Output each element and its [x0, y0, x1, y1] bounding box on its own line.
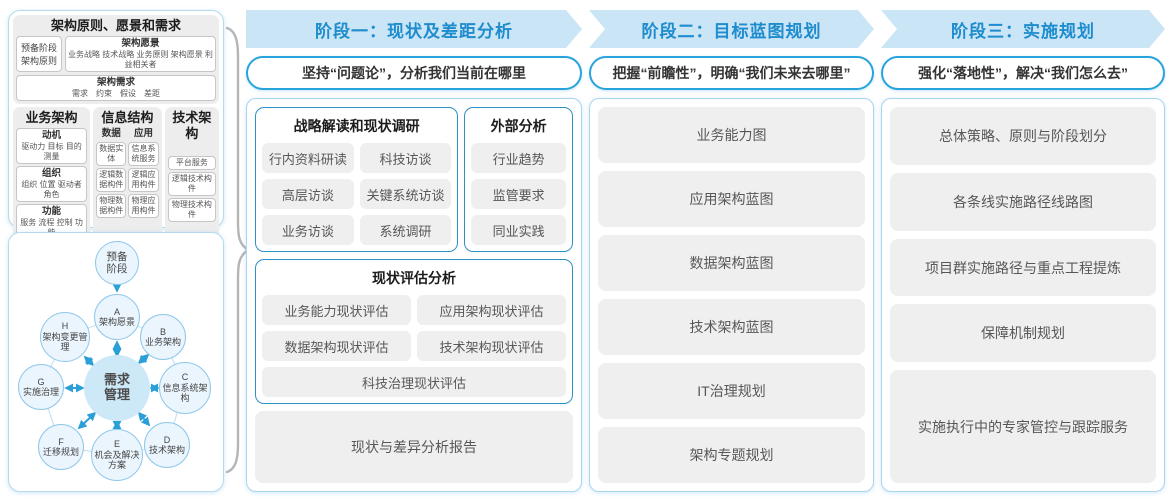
business-architecture-section: 业务架构 动机 驱动力 目标 目的 测量 组织 组织 位置 驱动者 角色 功能 … [13, 107, 91, 243]
column-phase-2: 业务能力图 应用架构蓝图 数据架构蓝图 技术架构蓝图 IT治理规划 架构专题规划 [589, 98, 874, 492]
blueprint-item: IT治理规划 [598, 363, 865, 419]
gap-analysis-report-item: 现状与差异分析报告 [255, 411, 573, 483]
external-analysis-box: 外部分析 行业趋势 监管要求 同业实践 [464, 107, 573, 252]
slogan-phase-1: 坚持“问题论”，分析我们当前在哪里 [246, 56, 582, 90]
survey-item: 系统调研 [359, 215, 452, 245]
data-item: 逻辑数据构件 [96, 168, 127, 193]
assessment-item: 应用架构现状评估 [417, 295, 566, 325]
external-item: 行业趋势 [471, 143, 566, 173]
external-item: 同业实践 [471, 215, 566, 245]
assessment-item: 数据架构现状评估 [262, 331, 411, 361]
business-architecture-title: 业务架构 [25, 110, 78, 125]
blueprint-item: 架构专题规划 [598, 427, 865, 483]
adm-node-d: D 技术架构 [144, 422, 190, 468]
external-item: 监管要求 [471, 179, 566, 209]
survey-item: 高层访谈 [262, 179, 354, 209]
adm-node-g: G 实施治理 [18, 364, 64, 410]
requirements-box: 架构需求 需求 约束 假设 差距 [16, 75, 216, 101]
survey-item: 科技访谈 [359, 143, 452, 173]
implementation-item: 保障机制规划 [890, 304, 1156, 363]
technology-architecture-title: 技术架构 [172, 110, 212, 142]
center-f-arrow [77, 411, 97, 430]
center-b-arrow [137, 353, 150, 365]
implementation-item: 总体策略、原则与阶段划分 [890, 107, 1156, 165]
adm-node-h: H 架构变更管理 [40, 312, 90, 362]
assessment-item-full: 科技治理现状评估 [262, 367, 566, 397]
vision-title: 架构愿景 [121, 38, 160, 50]
adm-node-a: A 架构愿景 [94, 294, 140, 340]
phases-area: 阶段一：现状及差距分析 阶段二：目标蓝图规划 阶段三：实施规划 坚持“问题论”，… [246, 10, 1165, 492]
blueprint-item: 技术架构蓝图 [598, 299, 865, 355]
assessment-item: 业务能力现状评估 [262, 295, 411, 325]
information-structure-section: 信息结构 数据 数据实体 逻辑数据构件 物理数据构件 应用 信息系统服务 逻辑应… [93, 107, 162, 243]
center-d-arrow [137, 411, 151, 427]
implementation-item: 项目群实施路径与重点工程提炼 [890, 238, 1156, 297]
column-phase-3: 总体策略、原则与阶段划分 各条线实施路径线路图 项目群实施路径与重点工程提炼 保… [881, 98, 1165, 492]
blueprint-item: 数据架构蓝图 [598, 235, 865, 291]
data-item: 物理数据构件 [96, 194, 127, 219]
adm-node-f: F 迁移规划 [38, 424, 84, 470]
application-column: 应用 信息系统服务 逻辑应用构件 物理应用构件 [128, 128, 159, 240]
blueprint-item: 业务能力图 [598, 107, 865, 163]
technology-item: 物理技术构件 [167, 197, 216, 222]
technology-architecture-section: 技术架构 平台服务 逻辑技术构件 物理技术构件 [164, 107, 219, 243]
adm-node-b: B 业务架构 [140, 314, 186, 360]
slogan-phase-2: 把握“前瞻性”，明确“我们未来去哪里” [589, 56, 874, 90]
survey-item: 业务访谈 [262, 215, 354, 245]
column-phase-1: 战略解读和现状调研 行内资料研读 科技访谈 高层访谈 关键系统访谈 业务访谈 系… [246, 98, 582, 492]
banner-phase-3: 阶段三：实施规划 [881, 10, 1165, 48]
adm-cycle-panel: 预备阶段 A 架构愿景 B 业务架构 C 信息系统架构 D 技术架构 E 机会及… [8, 232, 224, 492]
requirements-title: 架构需求 [96, 77, 135, 89]
assessment-title: 现状评估分析 [372, 270, 456, 286]
data-column: 数据 数据实体 逻辑数据构件 物理数据构件 [96, 128, 127, 240]
banner-phase-2: 阶段二：目标蓝图规划 [589, 10, 874, 48]
organization-box: 组织 组织 位置 驱动者 角色 [16, 166, 88, 202]
prep-stage-box: 预备阶段 架构原则 [16, 36, 62, 73]
strategy-survey-box: 战略解读和现状调研 行内资料研读 科技访谈 高层访谈 关键系统访谈 业务访谈 系… [255, 107, 459, 252]
survey-item: 关键系统访谈 [359, 179, 452, 209]
principles-section: 架构原则、愿景和需求 预备阶段 架构原则 架构愿景 业务战略 技术战略 业务原则… [13, 15, 219, 104]
application-item: 物理应用构件 [128, 194, 159, 219]
vision-items: 业务战略 技术战略 业务原则 架构愿景 利益相关者 [68, 50, 213, 70]
slogan-phase-3: 强化“落地性”，解决“我们怎么去” [881, 56, 1165, 90]
center-h-arrow [83, 355, 95, 367]
technology-item: 逻辑技术构件 [167, 171, 216, 196]
blueprint-item: 应用架构蓝图 [598, 171, 865, 227]
requirements-items: 需求 约束 假设 差距 [72, 89, 160, 98]
application-item: 信息系统服务 [128, 142, 159, 167]
external-analysis-title: 外部分析 [490, 118, 547, 134]
data-item: 数据实体 [96, 142, 127, 167]
prep-stage-line2: 架构原则 [20, 56, 57, 67]
prep-stage-line1: 预备阶段 [20, 43, 57, 54]
motivation-box: 动机 驱动力 目标 目的 测量 [16, 128, 88, 165]
vision-box: 架构愿景 业务战略 技术战略 业务原则 架构愿景 利益相关者 [65, 36, 216, 73]
adm-node-e: E 机会及解决方案 [91, 429, 143, 481]
survey-item: 行内资料研读 [262, 143, 354, 173]
architecture-content-framework-panel: 架构原则、愿景和需求 预备阶段 架构原则 架构愿景 业务战略 技术战略 业务原则… [8, 10, 224, 289]
adm-center-node: 需求管理 [84, 355, 150, 421]
strategy-survey-title: 战略解读和现状调研 [293, 118, 420, 134]
banner-phase-1: 阶段一：现状及差距分析 [246, 10, 582, 48]
adm-node-c: C 信息系统架构 [159, 362, 211, 414]
information-structure-title: 信息结构 [101, 110, 154, 125]
adm-prep-node: 预备阶段 [95, 241, 139, 285]
assessment-box: 现状评估分析 业务能力现状评估 应用架构现状评估 数据架构现状评估 技术架构现状… [255, 259, 573, 404]
principles-title: 架构原则、愿景和需求 [50, 18, 181, 33]
application-item: 逻辑应用构件 [128, 168, 159, 193]
implementation-item-tall: 实施执行中的专家管控与跟踪服务 [890, 370, 1156, 484]
implementation-item: 各条线实施路径线路图 [890, 172, 1156, 231]
technology-item: 平台服务 [167, 155, 216, 170]
assessment-item: 技术架构现状评估 [417, 331, 566, 361]
